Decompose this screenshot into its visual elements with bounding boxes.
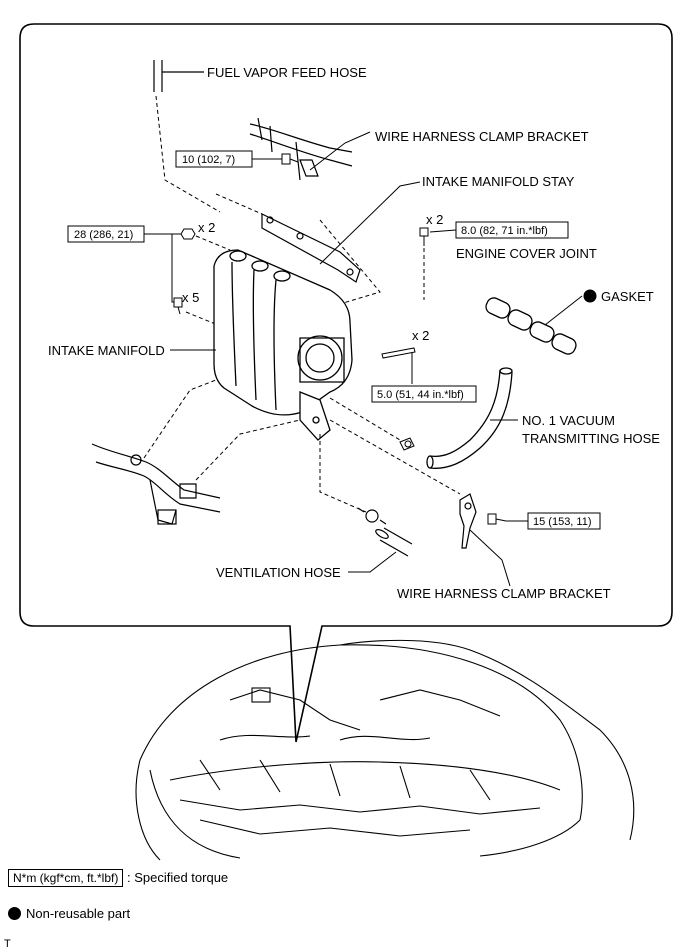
gasket-part <box>485 297 577 355</box>
leader-dash <box>155 95 221 213</box>
leader-dash <box>185 235 271 331</box>
leader-line <box>348 551 397 573</box>
legend-torque: N*m (kgf*cm, ft.*lbf) : Specified torque <box>8 869 229 887</box>
label-gasket: GASKET <box>601 289 654 304</box>
vacuum-hose-part <box>426 367 513 469</box>
leader-dash <box>329 397 461 495</box>
wire-harness-left <box>91 443 221 525</box>
label-wire-harness-clamp-bracket-bottom: WIRE HARNESS CLAMP BRACKET <box>397 586 611 601</box>
legend-non-reusable: Non-reusable part <box>8 906 130 921</box>
engine-bay-overview <box>135 639 635 861</box>
label-no1-vacuum-line1: NO. 1 VACUUM <box>522 413 615 428</box>
label-ventilation-hose: VENTILATION HOSE <box>216 565 341 580</box>
torque-manifold-nut: 28 (286, 21) <box>74 229 133 241</box>
engine-cover-joint-icon <box>419 227 429 246</box>
torque-engine-cover-joint: 8.0 (82, 71 in.*lbf) <box>461 225 548 237</box>
bolt-icon <box>173 297 183 315</box>
label-engine-cover-joint: ENGINE COVER JOINT <box>456 246 597 261</box>
qty-bolt: x 5 <box>182 290 199 305</box>
non-reusable-marker <box>583 289 597 303</box>
bolt-icon <box>487 513 507 525</box>
label-fuel-vapor-feed-hose: FUEL VAPOR FEED HOSE <box>207 65 367 80</box>
hose-clip-icon <box>399 437 415 451</box>
torque-clamp-bolt: 15 (153, 11) <box>533 516 592 528</box>
torque-bracket-bolt: 10 (102, 7) <box>182 154 235 166</box>
qty-nut: x 2 <box>198 220 215 235</box>
bolt-icon <box>281 153 299 165</box>
torque-box-clamp-bolt <box>527 512 601 530</box>
leader-line <box>429 229 457 233</box>
label-intake-manifold: INTAKE MANIFOLD <box>48 343 165 358</box>
torque-key-description: : Specified torque <box>126 870 229 885</box>
fuel-vapor-feed-hose <box>153 60 204 92</box>
leader-line <box>469 529 511 587</box>
nut-icon <box>180 228 196 240</box>
label-wire-harness-clamp-bracket-top: WIRE HARNESS CLAMP BRACKET <box>375 129 589 144</box>
wire-harness-clamp-bracket-bottom-part <box>459 493 477 549</box>
leader-line <box>309 131 371 171</box>
torque-box-stud-bolt <box>371 385 477 403</box>
leader-dash <box>319 434 367 513</box>
callout-frame <box>19 23 673 743</box>
stud-bolt-icon <box>381 347 416 359</box>
label-no1-vacuum-line2: TRANSMITTING HOSE <box>522 431 660 446</box>
leader-line <box>319 181 421 265</box>
leader-dash <box>143 379 301 481</box>
intake-manifold-body <box>213 249 353 441</box>
label-intake-manifold-stay: INTAKE MANIFOLD STAY <box>422 174 575 189</box>
non-reusable-label: Non-reusable part <box>26 906 131 921</box>
leader-line <box>544 295 583 326</box>
qty-stud: x 2 <box>412 328 429 343</box>
wire-harness-clamp-bracket-top-part <box>249 117 353 181</box>
corner-mark: T <box>4 938 11 950</box>
intake-manifold-stay <box>261 213 361 283</box>
qty-cover-joint: x 2 <box>426 212 443 227</box>
non-reusable-dot-icon <box>8 907 21 920</box>
torque-stud-bolt: 5.0 (51, 44 in.*lbf) <box>377 389 464 401</box>
torque-key-box: N*m (kgf*cm, ft.*lbf) <box>8 869 124 887</box>
